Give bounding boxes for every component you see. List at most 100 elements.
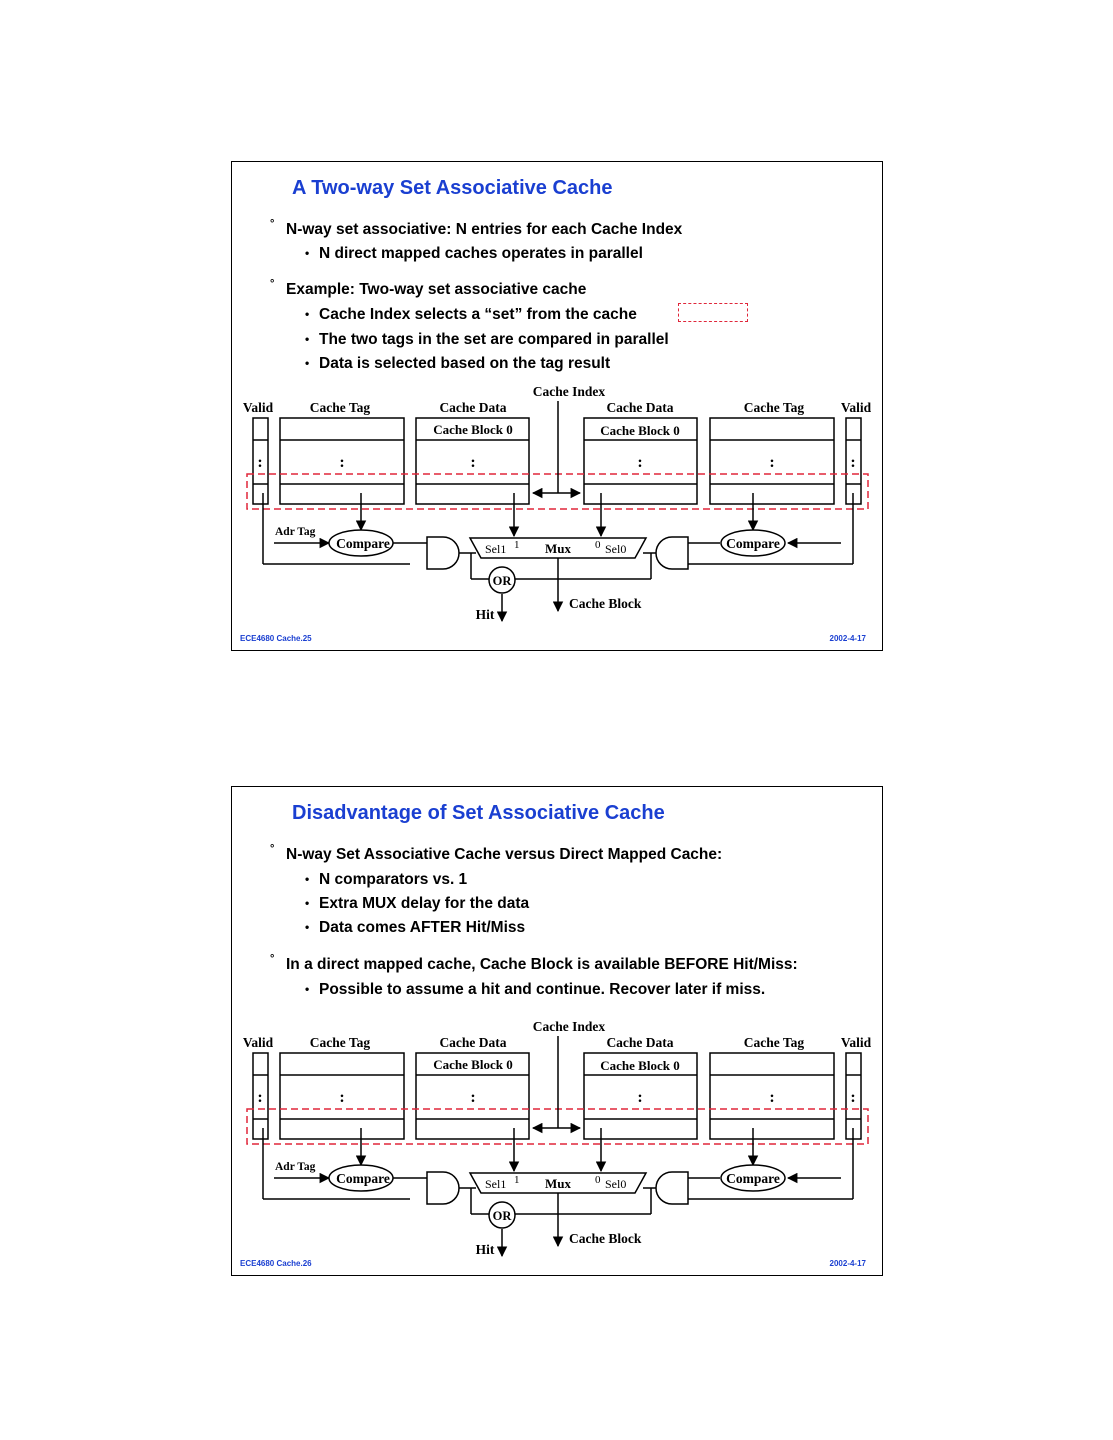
adr-tag-label: Adr Tag (275, 1161, 316, 1173)
sel0-label: Sel0 (605, 542, 626, 556)
cache-block-output-label: Cache Block (569, 596, 642, 611)
bullet-dot-icon: • (305, 982, 310, 996)
data-array-left (415, 417, 530, 505)
highlight-legend-box (678, 303, 748, 322)
bullet-item: °N-way Set Associative Cache versus Dire… (270, 843, 723, 863)
data-array-right (583, 417, 698, 505)
adr-tag-label: Adr Tag (275, 526, 316, 538)
footer-slide-id: ECE4680 Cache.25 (240, 634, 312, 643)
bullet-dot-icon: • (305, 307, 310, 321)
cache-data-label: Cache Data (439, 1035, 506, 1050)
compare-label: Compare (336, 1171, 390, 1186)
slide-title: A Two-way Set Associative Cache (292, 177, 613, 199)
sel1-label: Sel1 (485, 542, 506, 556)
sub-bullet-item: •Data is selected based on the tag resul… (305, 355, 611, 372)
cache-block-0-label: Cache Block 0 (600, 423, 679, 438)
footer-slide-id: ECE4680 Cache.26 (240, 1259, 312, 1268)
compare-label: Compare (336, 536, 390, 551)
bullet-dot-icon: • (305, 332, 310, 346)
bullet-dot-icon: • (305, 896, 310, 910)
valid-label: Valid (243, 1035, 274, 1050)
mux-label: Mux (545, 1176, 572, 1191)
sel1-label: Sel1 (485, 1177, 506, 1191)
slide-title: Disadvantage of Set Associative Cache (292, 802, 665, 824)
cache-data-label: Cache Data (439, 400, 506, 415)
cache-data-label: Cache Data (606, 400, 673, 415)
cache-block-0-label: Cache Block 0 (600, 1058, 679, 1073)
cache-tag-label: Cache Tag (744, 1035, 805, 1050)
valid-array-left (252, 417, 269, 505)
ellipsis-dots: : (769, 454, 774, 471)
bullet-item: °Example: Two-way set associative cache (270, 278, 587, 298)
ellipsis-dots: : (339, 1089, 344, 1106)
compare-label: Compare (726, 1171, 780, 1186)
slide-cache-25: A Two-way Set Associative Cache °N-way s… (231, 161, 883, 651)
cache-block-0-label: Cache Block 0 (433, 1057, 512, 1072)
valid-label: Valid (243, 400, 274, 415)
ellipsis-dots: : (637, 454, 642, 471)
ellipsis-dots: : (470, 454, 475, 471)
or-gate (488, 566, 516, 594)
ellipsis-dots: : (339, 454, 344, 471)
compare-label: Compare (726, 536, 780, 551)
sub-bullet-item: •N direct mapped caches operates in para… (305, 245, 643, 262)
mux-shape (468, 537, 648, 559)
mux-input-1-label: 1 (514, 1174, 520, 1186)
or-label: OR (493, 574, 513, 588)
cache-diagram: Cache Index Valid Cache Tag Cache Data C… (243, 384, 872, 623)
bullet-item: °In a direct mapped cache, Cache Block i… (270, 953, 798, 973)
cache-tag-label: Cache Tag (744, 400, 805, 415)
footer-date: 2002-4-17 (829, 1259, 866, 1268)
mux-input-0-label: 0 (595, 539, 601, 551)
ellipsis-dots: : (850, 454, 855, 471)
compare-left (328, 1164, 394, 1192)
sub-bullet-item: •Possible to assume a hit and continue. … (305, 981, 766, 998)
mux-input-0-label: 0 (595, 1174, 601, 1186)
ellipsis-dots: : (257, 1089, 262, 1106)
sub-bullet-item: •Cache Index selects a “set” from the ca… (305, 306, 637, 323)
bullet-dot-icon: • (305, 246, 310, 260)
bullet-marker-icon: ° (270, 278, 275, 290)
bullet-item: °N-way set associative: N entries for ea… (270, 218, 683, 238)
sub-bullet-item: •Extra MUX delay for the data (305, 895, 530, 912)
data-array-right (583, 1052, 698, 1140)
cache-block-output-label: Cache Block (569, 1231, 642, 1246)
tag-array-left (279, 1052, 405, 1140)
tag-array-right (709, 417, 835, 505)
slide-cache-26: Disadvantage of Set Associative Cache °N… (231, 786, 883, 1276)
bullet-marker-icon: ° (270, 218, 275, 230)
compare-right (720, 529, 786, 557)
cache-diagram: Cache Index Valid Cache Tag Cache Data C… (243, 1019, 872, 1258)
cache-block-0-label: Cache Block 0 (433, 422, 512, 437)
sub-bullet-item: •The two tags in the set are compared in… (305, 331, 669, 348)
data-array-left (415, 1052, 530, 1140)
valid-label: Valid (841, 400, 872, 415)
tag-array-left (279, 417, 405, 505)
footer-date: 2002-4-17 (829, 634, 866, 643)
mux-shape (468, 1172, 648, 1194)
and-gate-left (426, 1171, 460, 1205)
bullet-marker-icon: ° (270, 843, 275, 855)
bullet-dot-icon: • (305, 356, 310, 370)
ellipsis-dots: : (769, 1089, 774, 1106)
and-gate-right (655, 536, 689, 570)
cache-tag-label: Cache Tag (310, 400, 371, 415)
cache-tag-label: Cache Tag (310, 1035, 371, 1050)
compare-right (720, 1164, 786, 1192)
and-gate-right (655, 1171, 689, 1205)
cache-index-label: Cache Index (533, 384, 606, 399)
sub-bullet-item: •Data comes AFTER Hit/Miss (305, 919, 526, 936)
compare-left (328, 529, 394, 557)
sel0-label: Sel0 (605, 1177, 626, 1191)
bullet-marker-icon: ° (270, 953, 275, 965)
ellipsis-dots: : (257, 454, 262, 471)
cache-data-label: Cache Data (606, 1035, 673, 1050)
valid-array-left (252, 1052, 269, 1140)
valid-label: Valid (841, 1035, 872, 1050)
ellipsis-dots: : (637, 1089, 642, 1106)
mux-input-1-label: 1 (514, 539, 520, 551)
or-gate (488, 1201, 516, 1229)
cache-index-label: Cache Index (533, 1019, 606, 1034)
hit-label: Hit (476, 1242, 495, 1257)
or-label: OR (493, 1209, 513, 1223)
